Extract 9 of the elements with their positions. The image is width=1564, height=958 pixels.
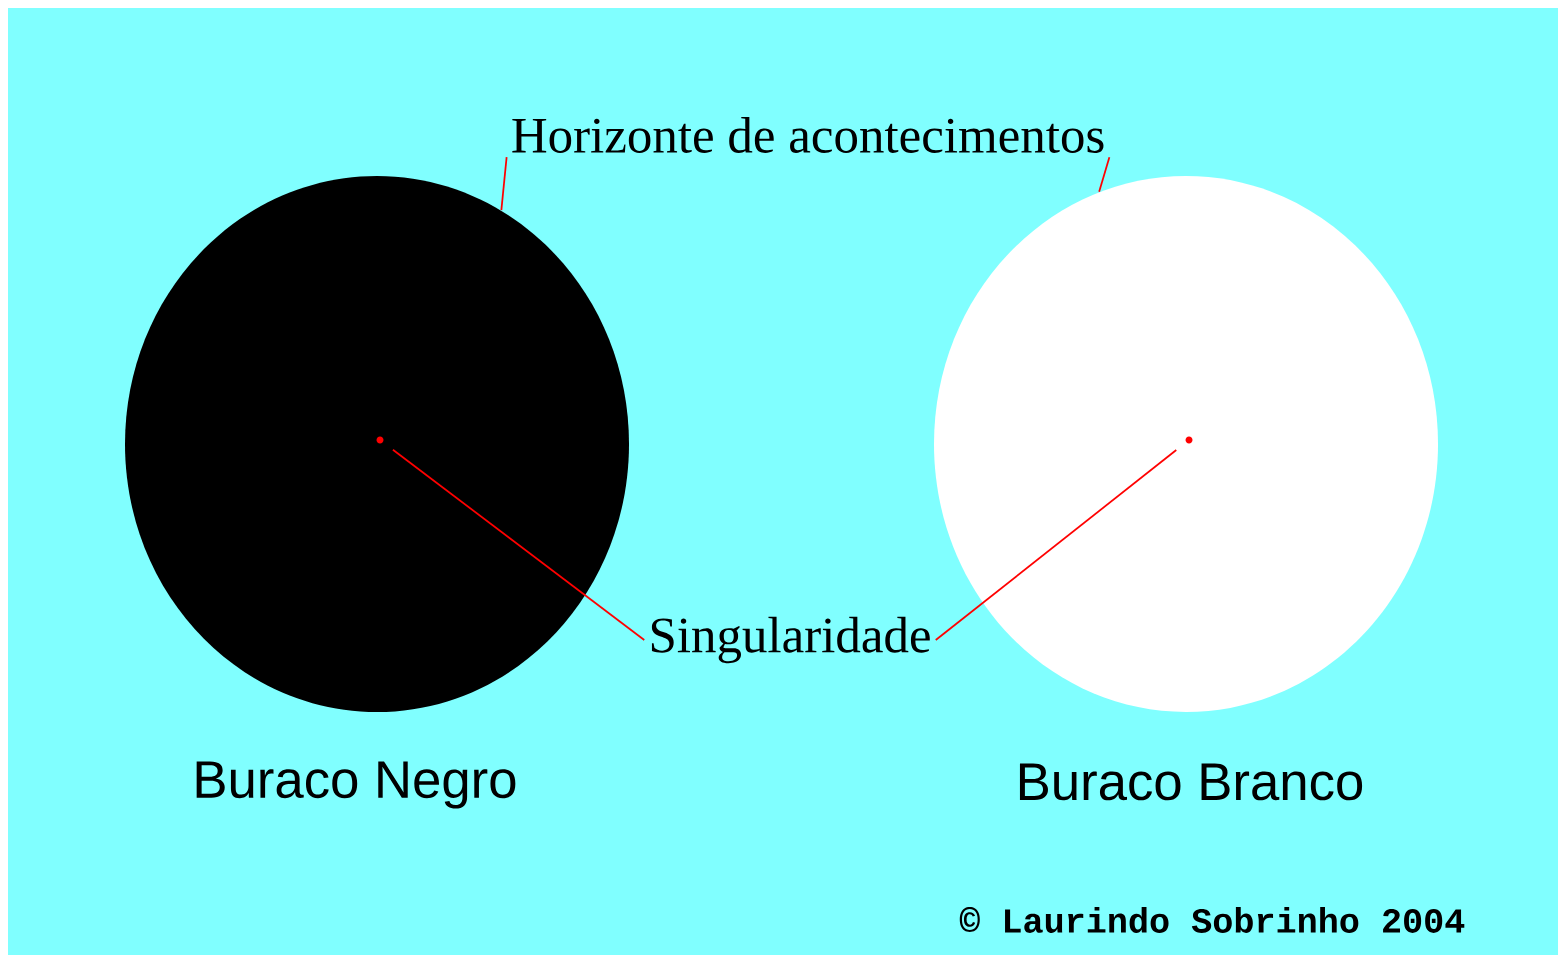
label-text: Horizonte de acontecimentos xyxy=(512,117,1104,153)
leader-line xyxy=(392,448,646,641)
leader-line xyxy=(1098,156,1111,193)
node-label: Buraco Negro xyxy=(196,761,516,809)
node-label: Buraco Branco xyxy=(1019,763,1363,801)
leader-line xyxy=(500,156,508,211)
label-text: Singularidade xyxy=(651,616,930,664)
leader-line xyxy=(934,449,1178,641)
copyright-note: © Laurindo Sobrinho 2004 xyxy=(959,907,1465,933)
